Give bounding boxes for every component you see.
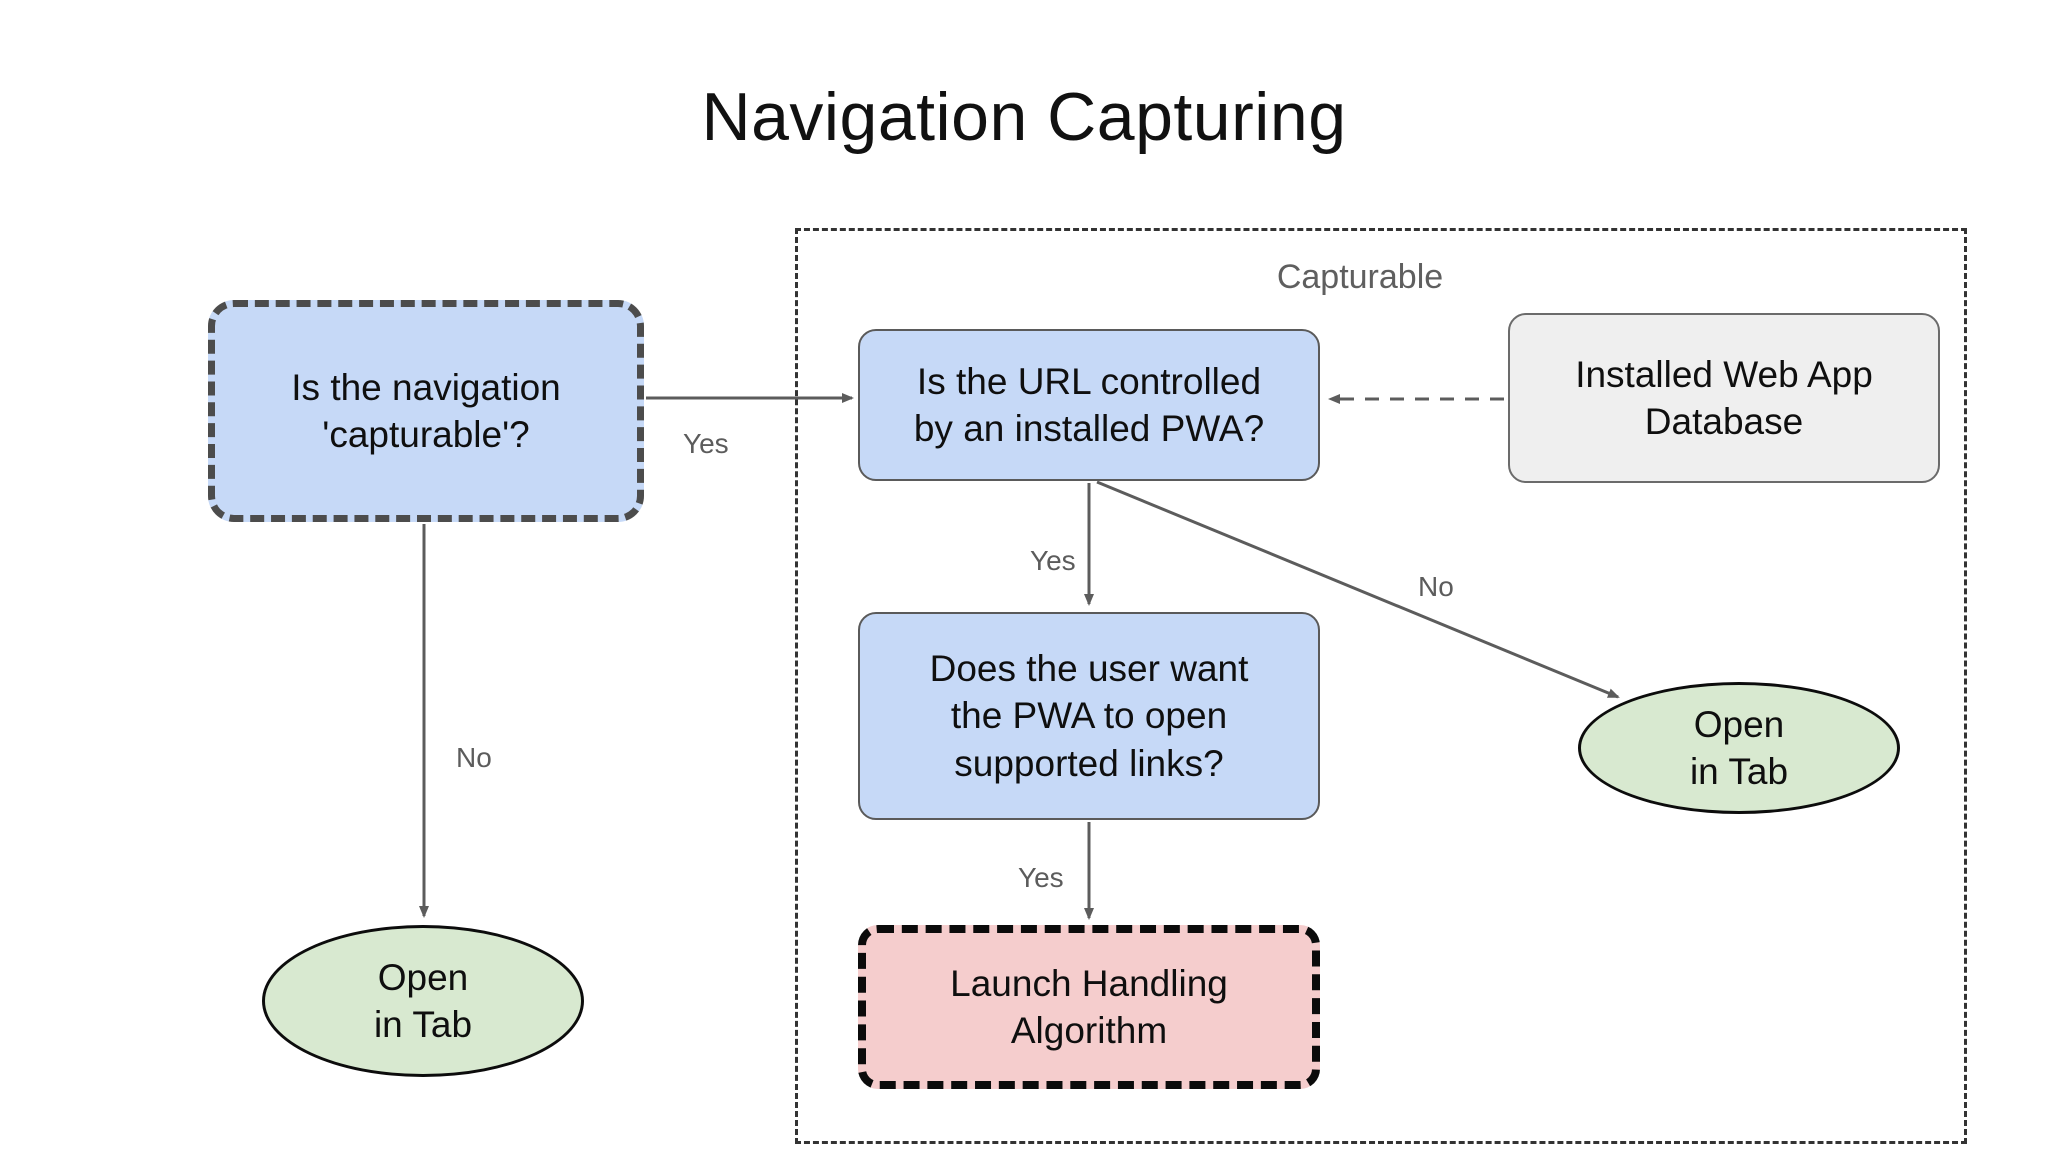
node-label: Is the URL controlled by an installed PW…: [913, 360, 1265, 449]
node-label: Does the user want the PWA to open suppo…: [929, 647, 1249, 784]
edge-label-no-url: No: [1418, 571, 1454, 602]
node-open-in-tab-right[interactable]: Open in Tab: [1578, 682, 1900, 814]
edge-label-yes-url: Yes: [1030, 545, 1076, 576]
node-label: Open in Tab: [1689, 703, 1789, 792]
node-label: Open in Tab: [373, 956, 473, 1045]
page-title: Navigation Capturing: [701, 79, 1347, 155]
node-label: Is the navigation 'capturable'?: [291, 366, 561, 455]
node-installed-web-app-database[interactable]: Installed Web App Database: [1508, 313, 1940, 483]
node-open-in-tab-left[interactable]: Open in Tab: [262, 925, 584, 1077]
node-is-url-controlled-by-pwa[interactable]: Is the URL controlled by an installed PW…: [858, 329, 1320, 481]
node-does-user-want-pwa-open-links[interactable]: Does the user want the PWA to open suppo…: [858, 612, 1320, 820]
node-launch-handling-algorithm[interactable]: Launch Handling Algorithm: [858, 925, 1320, 1089]
node-is-navigation-capturable[interactable]: Is the navigation 'capturable'?: [208, 300, 644, 522]
capturable-group-boundary: [795, 228, 1967, 1144]
edge-label-yes-userpref: Yes: [1018, 862, 1064, 893]
node-label: Installed Web App Database: [1575, 353, 1873, 442]
node-label: Launch Handling Algorithm: [950, 962, 1228, 1051]
edge-label-yes-capturable: Yes: [683, 428, 729, 459]
capturable-group-label: Capturable: [1276, 258, 1444, 296]
edge-label-no-capturable: No: [456, 742, 492, 773]
